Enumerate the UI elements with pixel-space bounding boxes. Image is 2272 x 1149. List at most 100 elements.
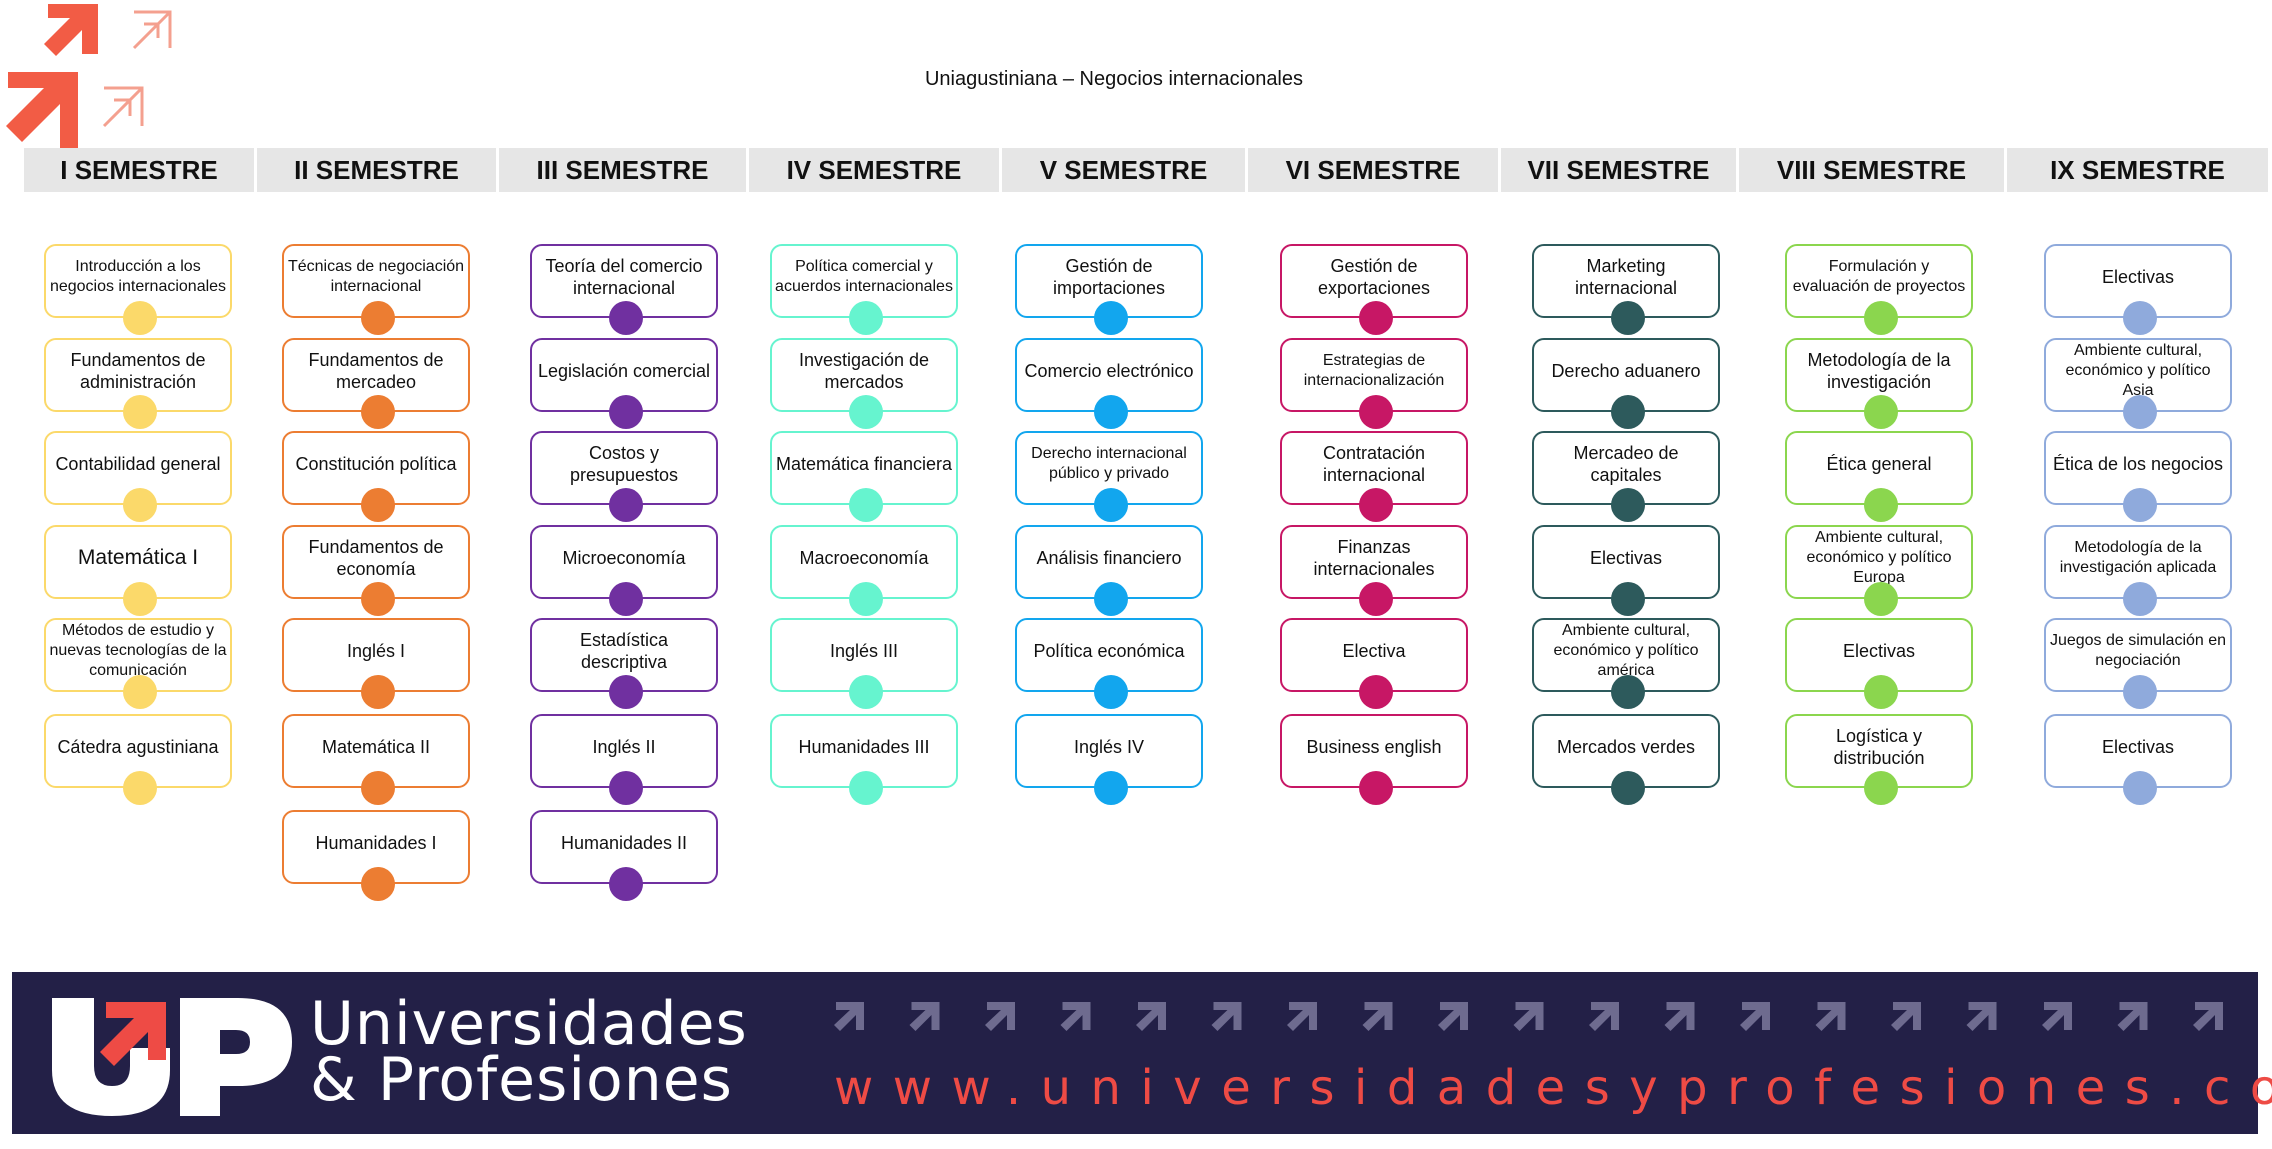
course-label: Estadística descriptiva [579,630,669,672]
course-connector-dot [1359,301,1393,335]
course-card[interactable]: Fundamentos de economía [282,525,470,616]
course-card[interactable]: Investigación de mercados [770,338,958,429]
course-card[interactable]: Electivas [1532,525,1720,616]
course-card[interactable]: Metodología de la investigación [1785,338,1973,429]
course-card[interactable]: Mercados verdes [1532,714,1720,805]
course-card[interactable]: Fundamentos de administración [44,338,232,429]
course-connector-dot [1094,301,1128,335]
course-card[interactable]: Juegos de simulación en negociación [2044,618,2232,709]
course-card[interactable]: Costos y presupuestos [530,431,718,522]
course-label: Constitución política [295,454,457,474]
course-card[interactable]: Estrategias de internacionalización [1280,338,1468,429]
course-card[interactable]: Business english [1280,714,1468,805]
course-connector-dot [361,582,395,616]
course-label: Contratación internacional [1322,443,1426,485]
course-connector-dot [1094,582,1128,616]
course-card[interactable]: Electiva [1280,618,1468,709]
course-card[interactable]: Estadística descriptiva [530,618,718,709]
course-card[interactable]: Gestión de exportaciones [1280,244,1468,335]
arrow-up-right-icon [2042,1002,2072,1031]
course-card[interactable]: Logística y distribución [1785,714,1973,805]
course-connector-dot [849,675,883,709]
arrow-up-right-icon [1740,1002,1770,1031]
course-connector-dot [2123,675,2157,709]
course-card[interactable]: Inglés III [770,618,958,709]
course-connector-dot [361,301,395,335]
course-card[interactable]: Teoría del comercio internacional [530,244,718,335]
course-label: Electivas [2101,737,2175,757]
course-card[interactable]: Metodología de la investigación aplicada [2044,525,2232,616]
course-card[interactable]: Marketing internacional [1532,244,1720,335]
course-connector-dot [1864,675,1898,709]
course-card[interactable]: Política comercial y acuerdos internacio… [770,244,958,335]
course-card[interactable]: Electivas [2044,244,2232,335]
course-card[interactable]: Microeconomía [530,525,718,616]
course-card[interactable]: Contabilidad general [44,431,232,522]
arrow-up-right-icon [834,1002,864,1031]
course-card[interactable]: Derecho aduanero [1532,338,1720,429]
course-card[interactable]: Comercio electrónico [1015,338,1203,429]
course-card[interactable]: Fundamentos de mercadeo [282,338,470,429]
arrow-row-decoration [834,1002,2223,1031]
semester-header-6: VI SEMESTRE [1245,148,1498,192]
course-card[interactable]: Inglés I [282,618,470,709]
course-card[interactable]: Macroeconomía [770,525,958,616]
course-connector-dot [361,867,395,901]
course-label: Derecho internacional público y privado [1031,445,1187,482]
arrow-up-right-icon [1438,1002,1468,1031]
course-card[interactable]: Ambiente cultural, económico y político … [2044,338,2232,429]
course-label: Finanzas internacionales [1313,537,1435,579]
course-card[interactable]: Contratación internacional [1280,431,1468,522]
course-card[interactable]: Técnicas de negociación internacional [282,244,470,335]
course-card[interactable]: Electivas [1785,618,1973,709]
course-label: Juegos de simulación en negociación [2049,632,2227,669]
course-card[interactable]: Inglés IV [1015,714,1203,805]
course-connector-dot [1611,488,1645,522]
course-card[interactable]: Formulación y evaluación de proyectos [1785,244,1973,335]
course-card[interactable]: Derecho internacional público y privado [1015,431,1203,522]
course-card[interactable]: Legislación comercial [530,338,718,429]
course-label: Matemática financiera [775,454,953,474]
course-card[interactable]: Humanidades III [770,714,958,805]
course-connector-dot [361,771,395,805]
course-connector-dot [1611,675,1645,709]
website-url[interactable]: www.universidadesyprofesiones.com [834,1060,2272,1116]
course-card[interactable]: Finanzas internacionales [1280,525,1468,616]
course-card[interactable]: Ambiente cultural, económico y político … [1532,618,1720,709]
course-card[interactable]: Constitución política [282,431,470,522]
course-label: Mercadeo de capitales [1573,443,1679,485]
course-label: Fundamentos de mercadeo [308,350,444,392]
course-card[interactable]: Ética de los negocios [2044,431,2232,522]
course-connector-dot [1359,771,1393,805]
course-card[interactable]: Humanidades II [530,810,718,901]
course-card[interactable]: Electivas [2044,714,2232,805]
course-card[interactable]: Humanidades I [282,810,470,901]
course-connector-dot [361,675,395,709]
arrow-up-right-icon [1589,1002,1619,1031]
semester-header-5: V SEMESTRE [999,148,1245,192]
course-connector-dot [2123,488,2157,522]
course-connector-dot [1864,395,1898,429]
course-card[interactable]: Cátedra agustiniana [44,714,232,805]
course-card[interactable]: Política económica [1015,618,1203,709]
course-card[interactable]: Métodos de estudio y nuevas tecnologías … [44,618,232,709]
course-label: Política comercial y acuerdos internacio… [775,258,953,295]
course-card[interactable]: Matemática II [282,714,470,805]
course-connector-dot [609,867,643,901]
course-card[interactable]: Matemática I [44,525,232,616]
course-label: Introducción a los negocios internaciona… [49,258,227,295]
course-card[interactable]: Gestión de importaciones [1015,244,1203,335]
course-card[interactable]: Análisis financiero [1015,525,1203,616]
course-card[interactable]: Ambiente cultural, económico y político … [1785,525,1973,616]
course-label: Ética general [1826,454,1932,474]
semester-header-3: III SEMESTRE [496,148,746,192]
course-card[interactable]: Mercadeo de capitales [1532,431,1720,522]
course-connector-dot [849,771,883,805]
course-card[interactable]: Inglés II [530,714,718,805]
course-label: Comercio electrónico [1024,361,1194,381]
course-card[interactable]: Ética general [1785,431,1973,522]
course-card[interactable]: Matemática financiera [770,431,958,522]
course-connector-dot [123,488,157,522]
arrow-up-right-icon [1966,1002,1997,1031]
course-card[interactable]: Introducción a los negocios internaciona… [44,244,232,335]
